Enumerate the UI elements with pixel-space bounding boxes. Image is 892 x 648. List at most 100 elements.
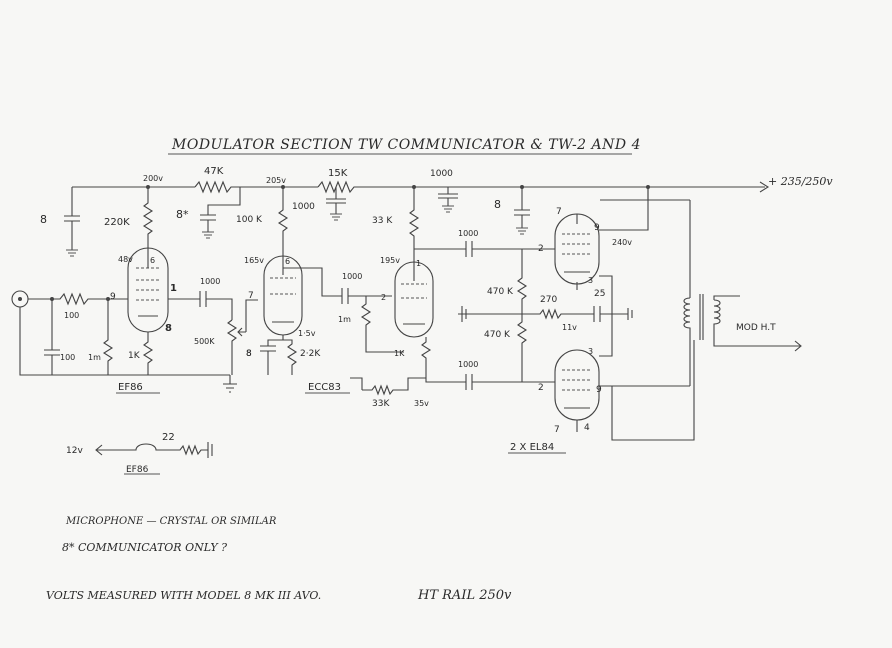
heater-12v-label: 12v <box>66 446 83 456</box>
ecc83-pin-1: 1 <box>416 259 421 268</box>
capacitor-1000-decoupling <box>326 187 346 221</box>
capacitor-1000-supply <box>438 187 458 213</box>
capacitor-8-left <box>64 187 80 257</box>
resistor-33k-top <box>408 187 420 262</box>
capacitor-1000-c-label: 1000 <box>458 229 478 238</box>
resistor-470k-b <box>516 314 528 382</box>
resistor-1m-second <box>360 296 404 353</box>
capacitor-1000-d-label: 1000 <box>458 360 478 369</box>
resistor-15k-label: 15K <box>328 168 348 179</box>
resistor-1k-left-label: 1K <box>128 351 141 361</box>
capacitor-8-right-label: 8 <box>494 198 501 211</box>
bias-cap-left <box>461 306 467 322</box>
voltage-48v: 48v <box>118 255 133 264</box>
output-transformer <box>600 187 802 441</box>
voltage-200v: 200v <box>143 174 163 183</box>
supply-label: + 235/250v <box>768 175 833 188</box>
el84-1-pin-9: 9 <box>594 223 600 233</box>
capacitor-8-cathode <box>260 339 283 375</box>
ground-symbol <box>223 375 237 393</box>
resistor-1m-grid <box>102 299 114 375</box>
voltage-205v: 205v <box>266 176 286 185</box>
ecc83-triode-1 <box>263 255 303 340</box>
note-microphone: MICROPHONE — CRYSTAL OR SIMILAR <box>65 516 277 527</box>
resistor-100k-label: 100 K <box>236 215 263 225</box>
capacitor-1000-b-label: 1000 <box>342 272 362 281</box>
capacitor-8-star-label: 8* <box>176 208 189 221</box>
voltage-35v: 35v <box>414 399 429 408</box>
heater-circuit <box>95 442 213 458</box>
resistor-22-label: 22 <box>162 432 175 443</box>
el84-1-pin-7: 7 <box>556 207 562 217</box>
el84-valve-2 <box>554 314 690 432</box>
ef86-valve <box>127 247 169 333</box>
ecc83-pin-7: 7 <box>248 291 254 301</box>
capacitor-8-cathode-label: 8 <box>246 349 252 359</box>
capacitor-8-right <box>514 187 530 235</box>
note-volts-measured: VOLTS MEASURED WITH MODEL 8 MK III AVO. <box>46 589 321 602</box>
capacitor-1000-d <box>425 374 555 390</box>
ef86-label: EF86 <box>118 382 143 393</box>
note-communicator: 8* COMMUNICATOR ONLY ? <box>62 541 227 554</box>
voltage-240v: 240v <box>612 238 632 247</box>
resistor-1k-mid <box>421 337 432 378</box>
el84-valve-1 <box>554 187 649 314</box>
capacitor-1000-c <box>414 241 555 257</box>
ef86-pin-8: 8 <box>165 323 172 334</box>
el84-2-pin-9: 9 <box>596 385 602 395</box>
microphone-input-jack <box>11 290 230 376</box>
resistor-220k-label: 220K <box>104 217 130 228</box>
schematic-title: MODULATOR SECTION TW COMMUNICATOR & TW-2… <box>171 137 641 153</box>
voltage-1-5v: 1·5v <box>298 329 316 338</box>
capacitor-100-label: 100 <box>60 353 75 362</box>
el84-2-pin-3: 3 <box>588 347 593 356</box>
el84-1-pin-3: 3 <box>588 276 593 285</box>
capacitor-100 <box>44 299 60 375</box>
potentiometer-500k <box>226 299 258 375</box>
note-ht-rail: HT RAIL 250v <box>417 588 512 603</box>
voltage-11v: 11v <box>562 323 577 332</box>
ef86-pin-6: 6 <box>150 256 155 265</box>
ecc83-triode-2 <box>394 261 434 338</box>
resistor-100k <box>277 187 289 258</box>
resistor-270-label: 270 <box>540 295 557 305</box>
resistor-100-input-label: 100 <box>64 311 79 320</box>
mod-ht-label: MOD H.T <box>736 323 776 333</box>
ef86-pin-1: 1 <box>170 283 177 294</box>
ecc83-label: ECC83 <box>308 382 341 393</box>
resistor-500k-label: 500K <box>194 337 215 346</box>
resistor-47k-label: 47K <box>204 166 224 177</box>
ht-supply-rail <box>72 180 770 194</box>
ef86-pin-9: 9 <box>110 292 116 302</box>
ecc83-pin-2: 2 <box>381 293 386 302</box>
resistor-470k-b-label: 470 K <box>484 330 511 340</box>
voltage-195v: 195v <box>380 256 400 265</box>
capacitor-1000-dec-label: 1000 <box>292 202 315 212</box>
el84-1-pin-2: 2 <box>538 244 544 254</box>
heater-ef86-label: EF86 <box>126 465 149 475</box>
capacitor-8-left-label: 8 <box>40 213 47 226</box>
resistor-1k-mid-label: 1K <box>394 349 405 358</box>
resistor-2k2 <box>283 339 298 375</box>
capacitor-1000-b <box>283 267 392 304</box>
el84-2-pin-7: 7 <box>554 425 560 435</box>
bias-line <box>458 306 633 322</box>
capacitor-1000-a <box>168 291 233 320</box>
resistor-1m-second-label: 1m <box>338 315 351 324</box>
resistor-1k-cathode <box>142 332 154 375</box>
resistor-33k-top-label: 33 K <box>372 216 393 226</box>
capacitor-8-star <box>200 187 241 239</box>
capacitor-1000-top-label: 1000 <box>430 169 453 179</box>
resistor-2k2-label: 2·2K <box>300 349 321 359</box>
resistor-1m-grid-label: 1m <box>88 353 101 362</box>
voltage-165v: 165v <box>244 256 264 265</box>
resistor-220k <box>142 187 154 253</box>
ecc83-pin-6: 6 <box>285 257 290 266</box>
resistor-470k-a-label: 470 K <box>487 287 514 297</box>
resistor-33k-bottom-label: 33K <box>372 399 390 409</box>
el84-2-pin-4: 4 <box>584 423 590 433</box>
el84-2-pin-2: 2 <box>538 383 544 393</box>
resistor-33k-bottom <box>350 377 426 396</box>
ecc83-pin-8: 8 <box>246 349 252 359</box>
